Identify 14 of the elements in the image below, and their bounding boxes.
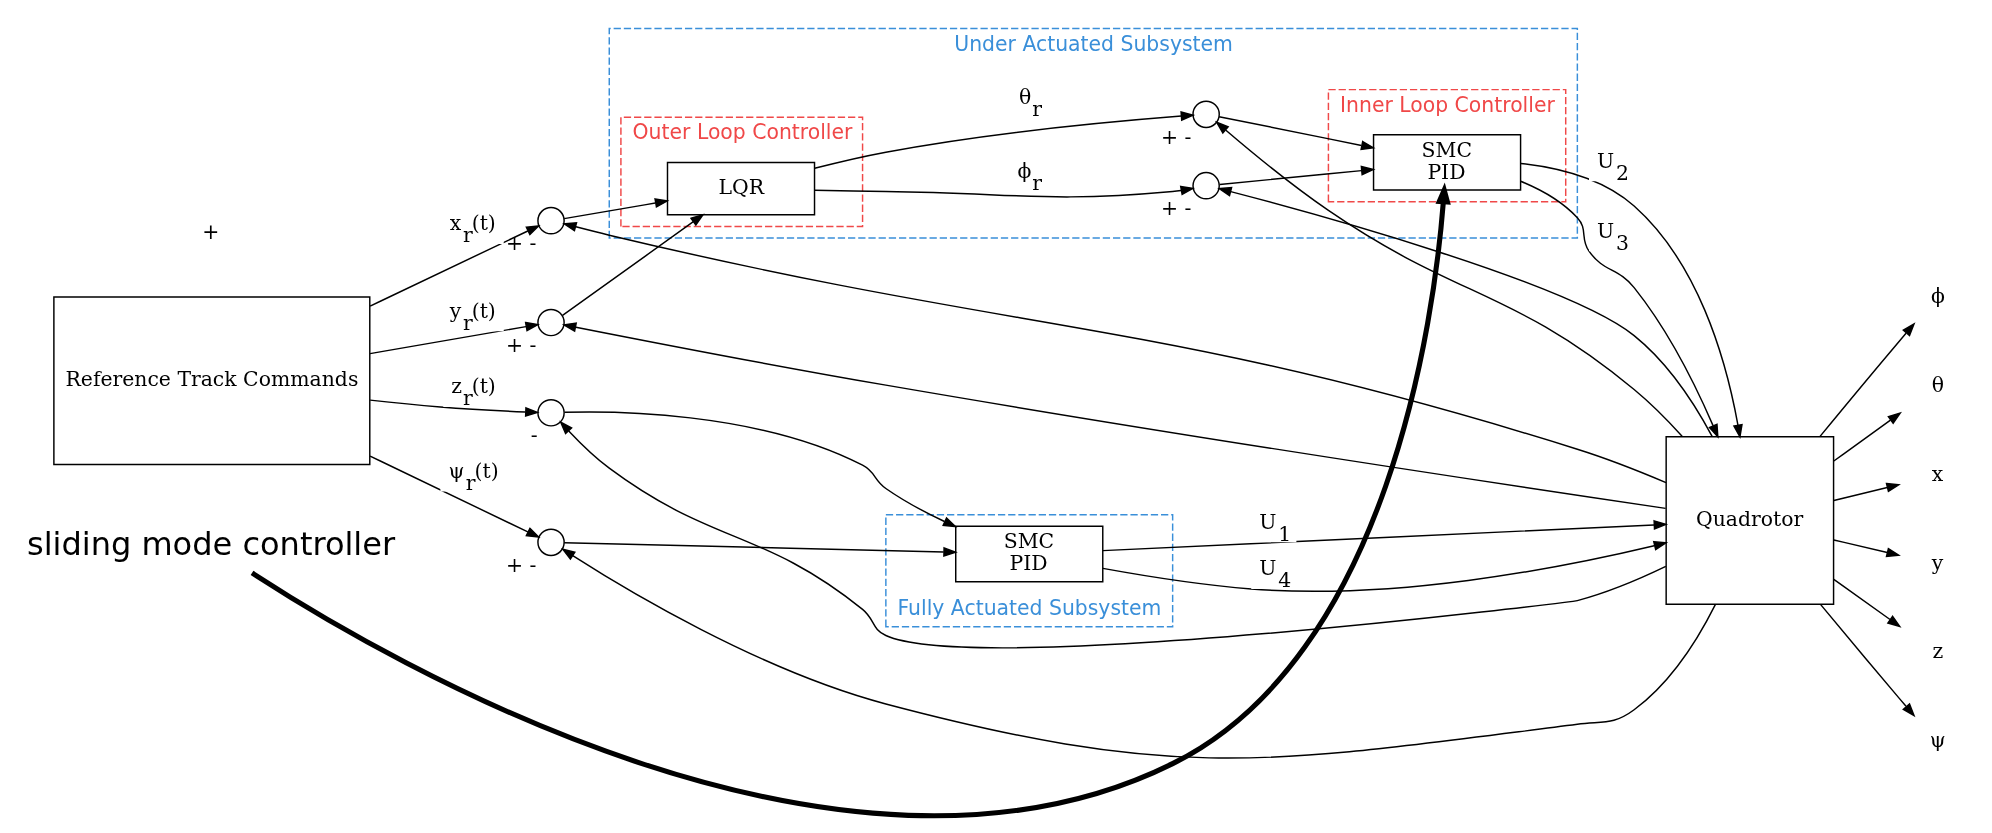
node-label: + - xyxy=(1160,124,1191,149)
node-label: + - xyxy=(505,332,536,357)
node-label: + - xyxy=(505,552,536,577)
node-text: x xyxy=(1931,461,1943,486)
label: + xyxy=(201,220,219,245)
node-label: + - xyxy=(1160,196,1191,221)
node-text: ϕ xyxy=(1930,284,1945,309)
node-label: - xyxy=(530,423,538,448)
node-text: ψ xyxy=(1929,728,1946,753)
node-label: + - xyxy=(505,231,536,256)
node-text: θ xyxy=(1931,372,1944,397)
node-text: z xyxy=(1932,639,1943,664)
node-text: sliding mode controller xyxy=(26,524,395,563)
node-text: y xyxy=(1931,550,1943,575)
